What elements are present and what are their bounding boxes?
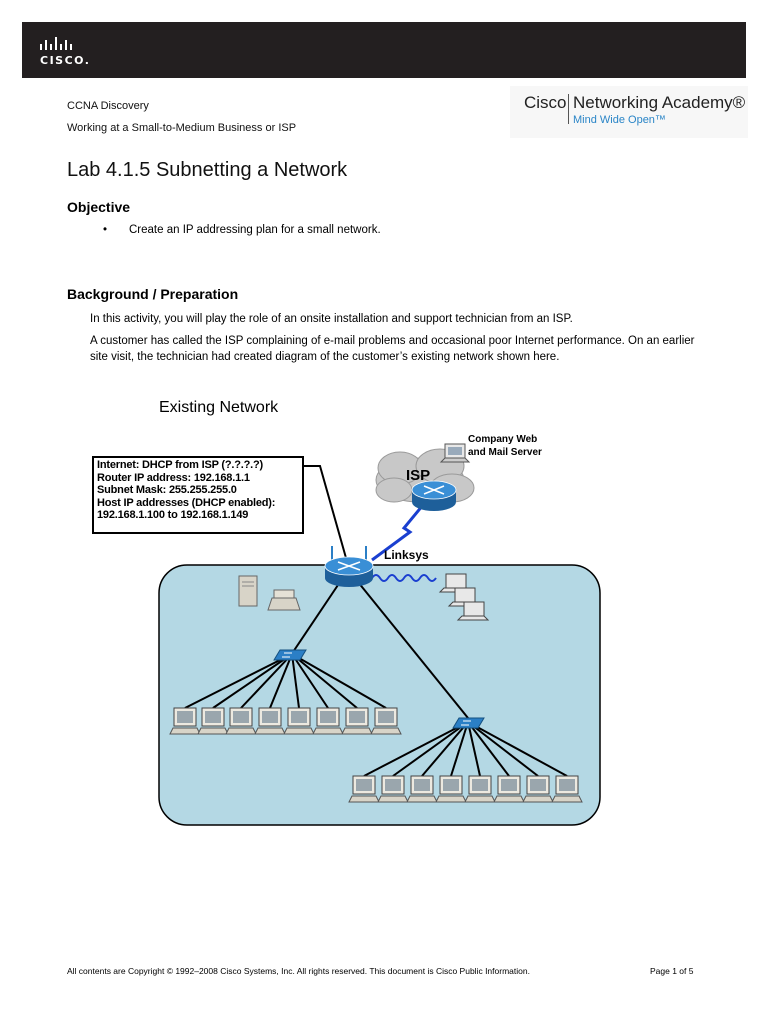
background-heading: Background / Preparation: [67, 286, 239, 302]
bullet-icon: •: [103, 224, 108, 236]
server-label-1: Company Web: [468, 434, 538, 445]
uplink-right: [357, 581, 469, 719]
workstation-icon: [283, 707, 315, 735]
cisco-logo-text: CISCO.: [40, 54, 91, 67]
workstation-icon: [370, 707, 402, 735]
linksys-label: Linksys: [384, 548, 429, 562]
brand-cisco: Cisco: [524, 93, 567, 112]
wireless-link-icon: [371, 574, 437, 582]
workstation-icon: [435, 775, 467, 803]
workstation-icon: [169, 707, 201, 735]
objective-heading: Objective: [67, 199, 131, 215]
right-switch-cabling: [363, 721, 568, 777]
server-label-2: and Mail Server: [468, 447, 542, 458]
workstation-icon: [254, 707, 286, 735]
workstation-icon: [464, 775, 496, 803]
uplink-left: [292, 581, 341, 653]
info-line: Router IP address: 192.168.1.1: [97, 471, 250, 484]
header-bar: CISCO.: [22, 22, 746, 78]
workstation-icon: [312, 707, 344, 735]
page-title: Lab 4.1.5 Subnetting a Network: [67, 159, 348, 181]
info-line: Host IP addresses (DHCP enabled):: [97, 496, 276, 509]
info-line: Internet: DHCP from ISP (?.?.?.?): [97, 459, 263, 471]
diagram-title: Existing Network: [159, 399, 279, 416]
network-info-box: Internet: DHCP from ISP (?.?.?.?) Router…: [92, 456, 304, 534]
background-paragraph-1: In this activity, you will play the role…: [90, 313, 573, 325]
brand-tagline: Mind Wide Open™: [573, 114, 666, 126]
workstation-icon: [493, 775, 525, 803]
brand-divider: [568, 94, 569, 124]
wireless-laptops-icon: [438, 573, 490, 621]
networking-academy-logo: Cisco Networking Academy® Mind Wide Open…: [510, 86, 748, 138]
left-switch-cabling: [184, 653, 387, 709]
company-server-icon: [439, 443, 471, 463]
footer-copyright: All contents are Copyright © 1992–2008 C…: [67, 966, 530, 976]
workstation-icon: [551, 775, 583, 803]
printer-icon: [267, 589, 301, 611]
server-tower-icon: [238, 575, 258, 607]
background-paragraph-2: A customer has called the ISP complainin…: [90, 335, 695, 363]
workstation-icon: [406, 775, 438, 803]
course-name: CCNA Discovery: [67, 100, 149, 112]
workstation-icon: [522, 775, 554, 803]
objective-item: Create an IP addressing plan for a small…: [129, 224, 381, 236]
left-switch-icon: [273, 649, 307, 661]
info-callout-line: [304, 465, 349, 566]
workstation-icon: [377, 775, 409, 803]
workstation-icon: [341, 707, 373, 735]
info-line: Subnet Mask: 255.255.255.0: [97, 484, 237, 496]
isp-router-icon: [411, 480, 457, 511]
page-number: Page 1 of 5: [650, 966, 694, 976]
brand-academy: Networking Academy®: [573, 93, 746, 112]
cisco-bridge-logo-icon: [40, 37, 72, 50]
linksys-router-icon: [324, 546, 374, 587]
wan-link-icon: [371, 504, 425, 562]
workstation-icon: [225, 707, 257, 735]
info-line: 192.168.1.100 to 192.168.1.149: [97, 509, 249, 521]
course-subtitle: Working at a Small-to-Medium Business or…: [67, 122, 297, 134]
workstation-icon: [348, 775, 380, 803]
lan-area: [158, 564, 601, 826]
right-switch-icon: [452, 717, 485, 729]
isp-label: ISP: [406, 467, 431, 484]
workstation-icon: [197, 707, 229, 735]
